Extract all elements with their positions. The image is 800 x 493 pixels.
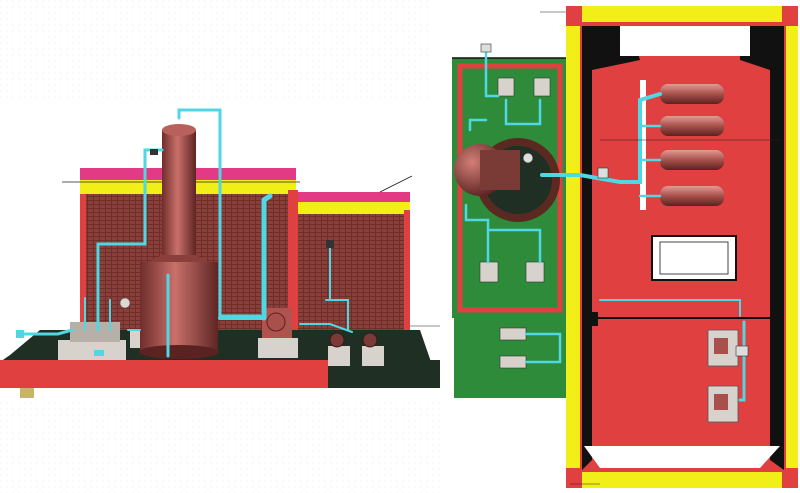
background-grid-top	[0, 0, 430, 100]
pipe-run	[464, 203, 490, 264]
cyan-piping-elevation	[18, 108, 353, 358]
pump-base-b	[362, 346, 384, 366]
divider-pier	[770, 310, 784, 326]
wall-pier-left	[80, 194, 86, 344]
roof-fascia-right	[296, 202, 410, 214]
pipe-run	[524, 332, 562, 364]
pump-motor	[714, 338, 728, 354]
pump-icon	[499, 355, 527, 369]
pipe-run	[638, 124, 662, 198]
pump-housing-left	[70, 322, 120, 342]
room-wall-red	[457, 63, 563, 313]
corner-column	[782, 468, 798, 488]
pump-icon	[497, 77, 515, 97]
pipe-run	[599, 299, 741, 317]
tank-foot-left	[130, 330, 140, 348]
tank-base-ring	[139, 345, 219, 359]
pipe-run	[18, 328, 74, 336]
pump-icon	[362, 332, 378, 348]
corner-column	[566, 6, 582, 26]
valve-icon	[150, 149, 158, 155]
pump-skid-left	[58, 340, 126, 360]
tank-column	[162, 130, 196, 260]
gas-cylinder	[660, 186, 724, 206]
gauge-icon	[119, 297, 131, 309]
roof-line-slope	[379, 175, 413, 193]
cylinder-bank	[640, 80, 724, 210]
pump-icon	[266, 312, 286, 332]
corner-column	[782, 6, 798, 26]
pump-skid-mid	[258, 338, 298, 358]
pump-icon	[533, 77, 551, 97]
background-grid-bottom	[0, 400, 440, 493]
pump-motor	[714, 394, 728, 410]
wall-pier-right	[404, 210, 410, 340]
valve-icon	[94, 350, 104, 356]
pump-icon	[525, 261, 545, 283]
divider-pier	[586, 312, 598, 326]
tank-lower-body	[140, 262, 218, 352]
roof-trim-right	[296, 192, 410, 202]
pipe-run	[504, 98, 542, 126]
pipe-run	[468, 118, 488, 132]
pump-base-a	[328, 346, 350, 366]
pipe-run	[486, 228, 542, 264]
pipe-run	[127, 323, 353, 333]
red-skid-base	[0, 360, 330, 388]
tank-plan-body	[480, 150, 520, 190]
gauge-icon	[522, 152, 534, 164]
pipe-run	[325, 243, 349, 331]
valve-icon	[16, 330, 24, 338]
gas-cylinder	[660, 150, 724, 170]
window-inner	[659, 241, 729, 275]
skylight-opening	[620, 26, 750, 56]
inner-wall-right	[740, 26, 784, 470]
valve-icon	[597, 167, 609, 179]
gas-cylinder	[660, 84, 724, 104]
brick-wall-right	[296, 214, 408, 342]
floor-opening-bottom	[584, 446, 780, 468]
vertical-tank	[130, 124, 219, 359]
tank-top-cap	[162, 124, 196, 136]
cylinder-rack	[640, 80, 646, 210]
pipe-run	[540, 92, 662, 184]
pump-icon	[499, 327, 527, 341]
gas-cylinder	[660, 116, 724, 136]
front-elevation-view	[0, 108, 440, 398]
pipe-run	[261, 193, 273, 321]
pipe-run	[484, 46, 500, 98]
base-foot	[20, 388, 34, 398]
pump-icon	[329, 332, 345, 348]
valve-icon	[735, 345, 749, 357]
pump-units-plan	[479, 77, 739, 423]
inner-wall-left	[582, 26, 640, 470]
pump-icon	[479, 261, 499, 283]
top-plan-view	[410, 6, 798, 488]
valve-icon	[480, 43, 492, 53]
pipe-run	[84, 297, 111, 331]
wall-pier-mid	[288, 190, 298, 344]
construction-lines	[410, 11, 782, 485]
valve-icon	[326, 240, 334, 248]
corner-column	[566, 468, 582, 488]
